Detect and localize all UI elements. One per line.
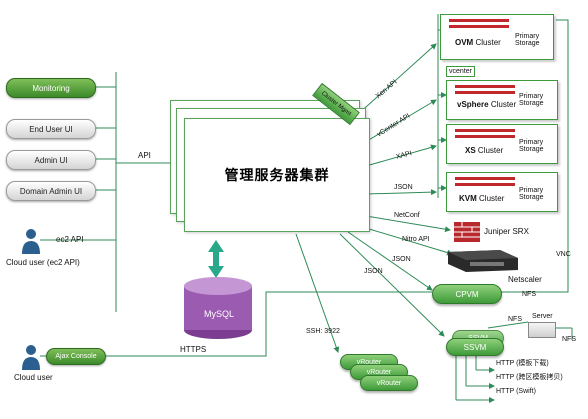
user-icon [22, 229, 40, 254]
server-label: Server [532, 313, 553, 320]
server-icon [528, 322, 556, 338]
cluster-word: Cluster [479, 194, 505, 203]
primary-storage-label: Primary Storage [519, 187, 544, 202]
http-swift-label: HTTP (Swift) [496, 388, 536, 395]
json-label-3: JSON [364, 268, 383, 275]
center-title: 管理服务器集群 [224, 167, 330, 183]
vcenter-box: vcenter [446, 66, 475, 77]
mysql-label: MySQL [204, 309, 235, 319]
cluster-name-kvm: KVM [459, 194, 477, 203]
cluster-name-ovm: OVM [455, 38, 474, 47]
cluster-word: Cluster [475, 38, 501, 47]
primary-storage-label: Primary Storage [519, 139, 544, 154]
primary-storage-label: Primary Storage [515, 33, 540, 48]
kvm-cluster: KVM Cluster Primary Storage [446, 172, 558, 212]
cluster-name-vsphere: vSphere [457, 100, 489, 109]
cloud-user-label: Cloud user [14, 373, 53, 382]
monitoring-button[interactable]: Monitoring [6, 78, 96, 98]
user-icon [22, 345, 40, 370]
json-label-1: JSON [394, 184, 413, 191]
vsphere-cluster: vSphere Cluster Primary Storage [446, 80, 558, 120]
cluster-name-xs: XS [465, 146, 476, 155]
ssh-label: SSH: 3922 [306, 328, 340, 335]
http-template-download-label: HTTP (模板下载) [496, 360, 549, 367]
end-user-ui-button[interactable]: End User UI [6, 119, 96, 139]
https-label: HTTPS [180, 345, 207, 354]
nitro-api-label: Nitro API [402, 236, 430, 243]
nfs-label-2: NFS [508, 316, 522, 323]
netconf-label: NetConf [394, 212, 420, 219]
mgmt-server-cluster: 管理服务器集群 [184, 118, 370, 232]
domain-admin-ui-button[interactable]: Domain Admin UI [6, 181, 96, 201]
cluster-word: Cluster [477, 146, 504, 155]
juniper-label: Juniper SRX [484, 227, 529, 236]
api-label: API [138, 151, 151, 160]
vnc-label: VNC [556, 251, 571, 258]
json-label-2: JSON [392, 256, 411, 263]
admin-ui-button[interactable]: Admin UI [6, 150, 96, 170]
cpvm-node: CPVM [432, 284, 502, 304]
primary-storage-label: Primary Storage [519, 93, 544, 108]
http-cross-zone-copy-label: HTTP (跨区模板拷贝) [496, 374, 563, 381]
nfs-label-1: NFS [522, 291, 536, 298]
nfs-label-3: NFS [562, 336, 576, 343]
cloud-user-ec2-label: Cloud user (ec2 API) [6, 258, 80, 267]
ssvm-node: SSVM [446, 338, 504, 356]
xs-cluster: XS Cluster Primary Storage [446, 124, 558, 164]
ovm-cluster: OVM Cluster Primary Storage [440, 14, 554, 60]
cluster-word: Cluster [490, 100, 517, 109]
vrouter-node: vRouter [360, 375, 418, 391]
ajax-console-button[interactable]: Ajax Console [46, 348, 106, 365]
ec2-api-label: ec2 API [56, 235, 84, 244]
netscaler-label: Netscaler [508, 275, 542, 284]
